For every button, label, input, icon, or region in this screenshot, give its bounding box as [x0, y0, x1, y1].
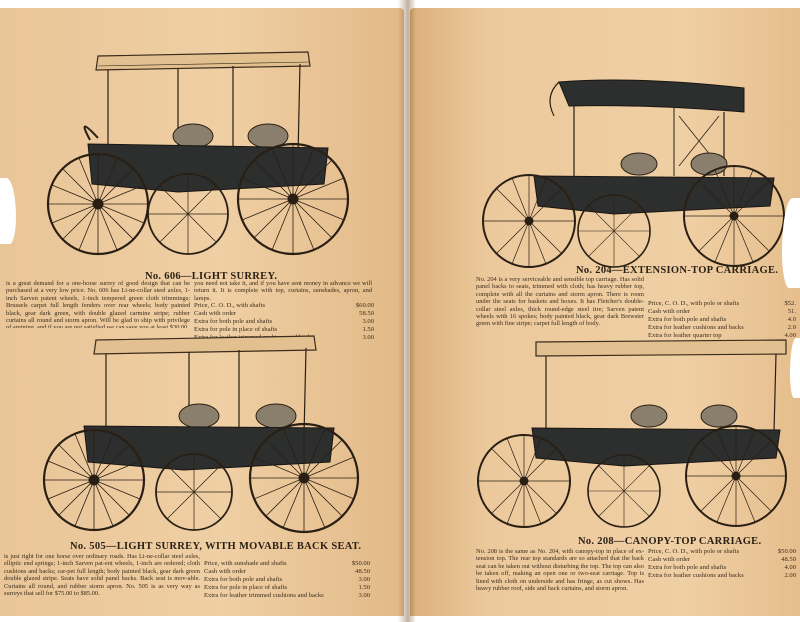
right-page: No. 204—EXTENSION-TOP CARRIAGE. No. 204 … [410, 8, 800, 616]
surrey-505-price-list: Price, with sunshade and shafts$50.00 Ca… [204, 560, 370, 600]
page-tear [0, 178, 16, 244]
carriage-208-caption: No. 208—CANOPY-TOP CARRIAGE. [578, 536, 762, 547]
price-row: Extra for leather trimmed cushions and b… [204, 592, 370, 599]
carriage-208-price-list: Price, C. O. D., with pole or shafts$50.… [648, 548, 796, 580]
price-row: Price, with sunshade and shafts$50.00 [204, 560, 370, 567]
light-surrey-movable-seat-illustration [42, 335, 360, 534]
light-surrey-illustration [46, 51, 350, 256]
carriage-208-description: No. 208 is the same as No. 204, with can… [476, 548, 644, 593]
carriage-204-description: No. 204 is a very serviceable and sensib… [476, 276, 644, 328]
price-row: Price, C. O. D., with pole or shafts$52. [648, 300, 796, 307]
surrey-505-caption: No. 505—LIGHT SURREY, WITH MOVABLE BACK … [70, 541, 362, 552]
carriage-204-caption: No. 204—EXTENSION-TOP CARRIAGE. [576, 265, 779, 276]
price-row: Price, C. O. D., with shafts$60.00 [194, 302, 374, 309]
left-page: No. 606—LIGHT SURREY. is a great demand … [0, 8, 404, 616]
book-gutter [398, 0, 416, 622]
page-tear [782, 198, 800, 288]
surrey-606-description-cont: you need not take it, and if you have se… [194, 280, 372, 302]
surrey-606-description: is a great demand for a one-horse surrey… [6, 280, 190, 328]
surrey-606-caption: No. 606—LIGHT SURREY. [145, 271, 278, 282]
surrey-505-description: is just right for one horse over ordinar… [4, 553, 200, 598]
carriage-204-price-list: Price, C. O. D., with pole or shafts$52.… [648, 300, 796, 340]
canopy-top-carriage-illustration [477, 339, 787, 528]
page-tear [790, 338, 800, 398]
extension-top-carriage-illustration [482, 79, 785, 268]
price-row: Price, C. O. D., with pole or shafts$50.… [648, 548, 796, 555]
